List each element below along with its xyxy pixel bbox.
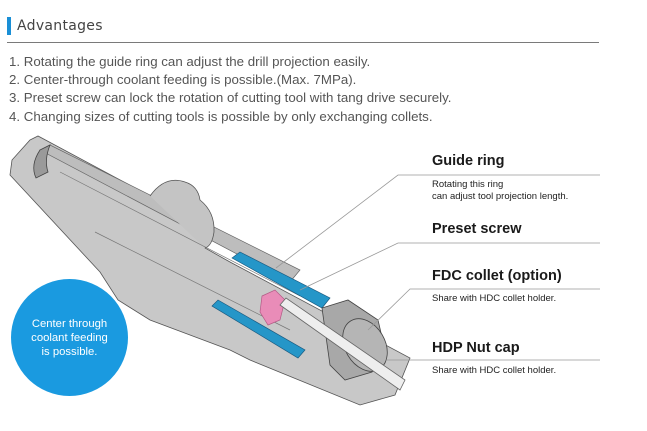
advantage-item: 1. Rotating the guide ring can adjust th…: [9, 54, 371, 69]
callout-desc: can adjust tool projection length.: [432, 191, 569, 202]
advantages-list: 1. Rotating the guide ring can adjust th…: [9, 53, 451, 126]
callout-guide-ring: Guide ring Rotating this ring can adjust…: [432, 153, 568, 203]
coolant-bubble: Center through coolant feeding is possib…: [11, 279, 128, 396]
header-accent-bar: [7, 17, 11, 35]
nut-cap: [321, 299, 388, 381]
bubble-line: Center through: [31, 317, 108, 330]
preset-screw: [259, 289, 286, 326]
callout-fdc-collet: FDC collet (option) Share with HDC colle…: [432, 268, 562, 305]
tool-holder-body: [9, 135, 411, 406]
leader-lines: [275, 174, 600, 361]
callout-title: Preset screw: [432, 221, 522, 237]
bubble-text: Center through coolant feeding is possib…: [20, 317, 120, 359]
guide-ring: [211, 251, 331, 359]
section-header: Advantages: [7, 16, 103, 36]
callout-title: HDP Nut cap: [432, 340, 520, 356]
leader-line-preset-screw: [299, 242, 600, 291]
bubble-line: is possible.: [41, 345, 98, 358]
section-title: Advantages: [17, 18, 103, 34]
callout-title: FDC collet (option): [432, 268, 562, 284]
drill-rod: [279, 297, 406, 391]
header-divider: [7, 42, 599, 43]
callout-nut-cap: HDP Nut cap Share with HDC collet holder…: [432, 340, 556, 377]
callout-desc: Share with HDC collet holder.: [432, 293, 557, 304]
callout-title: Guide ring: [432, 153, 505, 169]
leader-line-fdc-collet: [367, 288, 600, 331]
callout-desc: Share with HDC collet holder.: [432, 365, 557, 376]
bubble-line: coolant feeding: [31, 331, 108, 344]
advantage-item: 2. Center-through coolant feeding is pos…: [9, 72, 357, 88]
advantage-item: 3. Preset screw can lock the rotation of…: [9, 90, 452, 106]
advantage-item: 4. Changing sizes of cutting tools is po…: [9, 108, 433, 124]
leader-line-guide-ring: [275, 174, 600, 269]
callout-preset-screw: Preset screw: [432, 221, 521, 237]
callout-desc: Rotating this ring: [432, 179, 504, 190]
